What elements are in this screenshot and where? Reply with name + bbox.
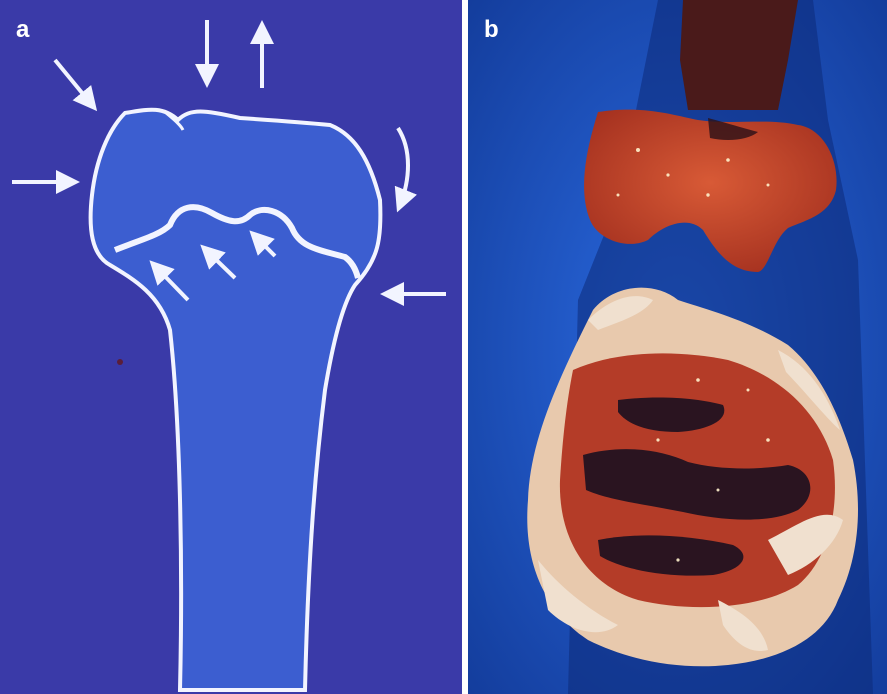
- panel-label-a: a: [16, 18, 29, 42]
- panel-a-diagram: a: [0, 0, 462, 694]
- panel-b-photo: b: [468, 0, 887, 694]
- panel-label-b: b: [484, 18, 499, 42]
- bone-schematic: [0, 0, 462, 694]
- specimen-photo: [468, 0, 887, 694]
- speck: [117, 359, 123, 365]
- specimen-top-stalk: [680, 0, 798, 110]
